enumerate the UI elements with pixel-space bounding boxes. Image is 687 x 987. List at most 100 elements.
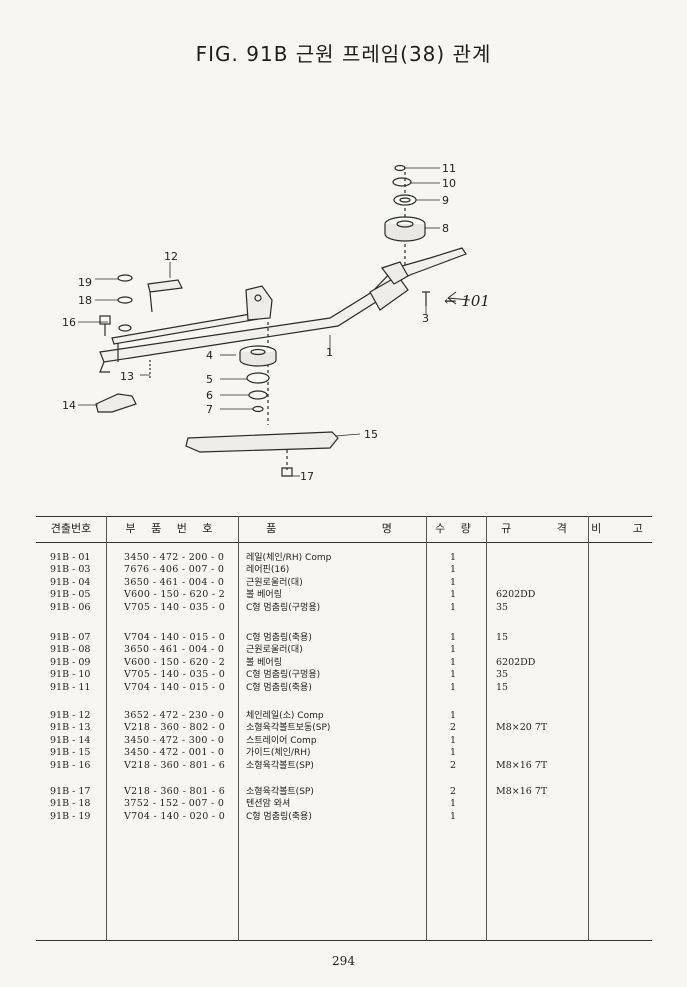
- specification: 35: [496, 601, 509, 613]
- part-number: V218 - 360 - 801 - 6: [124, 786, 226, 797]
- specification: 15: [496, 681, 509, 693]
- part-ref-number: 91B - 12: [50, 710, 91, 721]
- part-name: 소형육각볼트(SP): [246, 760, 314, 771]
- callout-18: 18: [78, 294, 92, 307]
- part-name: C형 멈춤링(구멍용): [246, 670, 321, 681]
- part-name: C형 멈춤링(구멍용): [246, 602, 321, 613]
- part-name: C형 멈춤링(축용): [246, 633, 312, 643]
- part-ref-number: 91B - 04: [50, 576, 91, 588]
- page-title: FIG. 91B 근원 프레임(38) 관계: [195, 42, 492, 66]
- quantity: 1: [450, 798, 457, 810]
- header-name: 품 명: [266, 522, 398, 535]
- quantity: 1: [450, 564, 457, 576]
- specification: 15: [496, 632, 509, 643]
- part-number: 3650 - 461 - 004 - 0: [124, 644, 225, 656]
- part-ref-number: 91B - 05: [50, 589, 91, 601]
- part-ref-number: 91B - 03: [50, 564, 91, 576]
- specification: M8×16 7T: [496, 786, 548, 797]
- table-row: 91B - 03 7676 - 406 - 007 - 0 레어핀(16) 1: [36, 564, 652, 576]
- specification: 6202DD: [496, 656, 536, 668]
- part-number: 3450 - 472 - 300 - 0: [124, 734, 225, 746]
- part-ref-number: 91B - 09: [50, 656, 91, 668]
- callout-14: 14: [62, 399, 76, 412]
- header-no: 견출번호: [50, 522, 92, 535]
- part-ref-number: 91B - 07: [50, 632, 91, 643]
- quantity: 1: [450, 552, 457, 563]
- part-number: 7676 - 406 - 007 - 0: [124, 564, 225, 576]
- part-ref-number: 91B - 11: [50, 681, 91, 693]
- quantity: 1: [450, 644, 457, 656]
- specification: M8×20 7T: [496, 722, 548, 734]
- callout-4: 4: [206, 349, 213, 362]
- callout-9: 9: [442, 194, 449, 207]
- callout-13: 13: [120, 370, 134, 383]
- part-number: V704 - 140 - 020 - 0: [124, 810, 226, 822]
- quantity: 2: [450, 722, 457, 734]
- part-number: V704 - 140 - 015 - 0: [124, 632, 226, 643]
- part-ref-number: 91B - 01: [50, 552, 91, 563]
- part-name: C형 멈춤링(축용): [246, 811, 312, 822]
- stay-part: [95, 393, 137, 413]
- quantity: 2: [450, 759, 457, 771]
- part-name: 텐션암 와셔: [246, 799, 291, 810]
- chain-rail-part: [99, 247, 467, 363]
- part-ref-number: 91B - 08: [50, 644, 91, 656]
- table-row: 91B - 12 3652 - 472 - 230 - 0 체인레일(소) Comp…: [36, 710, 652, 722]
- header-spec: 규 격: [501, 522, 573, 535]
- part-name: 소형육각볼트보동(SP): [246, 723, 331, 734]
- callout-1: 1: [326, 346, 333, 359]
- part-number: V600 - 150 - 620 - 2: [124, 656, 226, 668]
- table-row: 91B - 09 V600 - 150 - 620 - 2 볼 베어링 1 6202DD: [36, 657, 652, 669]
- specification: 35: [496, 669, 509, 681]
- part-name: 레어핀(16): [246, 565, 290, 576]
- part-number: V218 - 360 - 801 - 6: [124, 759, 226, 771]
- page-number: 294: [332, 954, 355, 968]
- part-number: 3450 - 472 - 001 - 0: [124, 747, 225, 759]
- part-ref-number: 91B - 17: [50, 786, 91, 797]
- part-name: 스트레이어 Comp: [246, 735, 317, 746]
- part-number: V705 - 140 - 035 - 0: [124, 669, 226, 681]
- quantity: 1: [450, 710, 457, 721]
- table-row: 91B - 17 V218 - 360 - 801 - 6 소형육각볼트(SP) 2 M…: [36, 786, 652, 798]
- quantity: 1: [450, 734, 457, 746]
- part-ref-number: 91B - 18: [50, 798, 91, 810]
- callout-11: 11: [442, 162, 456, 175]
- callout-12: 12: [164, 250, 178, 263]
- callout-10: 10: [442, 177, 456, 190]
- part-number: V600 - 150 - 620 - 2: [124, 589, 226, 601]
- guide-plate-part: [185, 431, 339, 453]
- part-name: 볼 베어링: [246, 657, 282, 668]
- specification: 6202DD: [496, 589, 536, 601]
- part-ref-number: 91B - 14: [50, 734, 91, 746]
- part-name: 체인레일(소) Comp: [246, 711, 324, 721]
- part-name: 소형육각볼트(SP): [246, 787, 314, 797]
- callout-7: 7: [206, 403, 213, 416]
- callout-8: 8: [442, 222, 449, 235]
- handwritten-note: ← 101: [444, 292, 490, 310]
- header-qty: 수 량: [435, 522, 477, 535]
- rail-bracket: [245, 285, 273, 321]
- part-name: 레일(체인/RH) Comp: [246, 553, 332, 563]
- quantity: 1: [450, 601, 457, 613]
- quantity: 1: [450, 656, 457, 668]
- header-part-no: 부 품 번 호: [125, 522, 219, 535]
- part-name: 볼 베어링: [246, 590, 282, 601]
- specification: M8×16 7T: [496, 759, 548, 771]
- quantity: 2: [450, 786, 457, 797]
- part-ref-number: 91B - 19: [50, 810, 91, 822]
- part-number: 3652 - 472 - 230 - 0: [124, 710, 225, 721]
- quantity: 1: [450, 747, 457, 759]
- part-number: 3752 - 152 - 007 - 0: [124, 798, 225, 810]
- quantity: 1: [450, 810, 457, 822]
